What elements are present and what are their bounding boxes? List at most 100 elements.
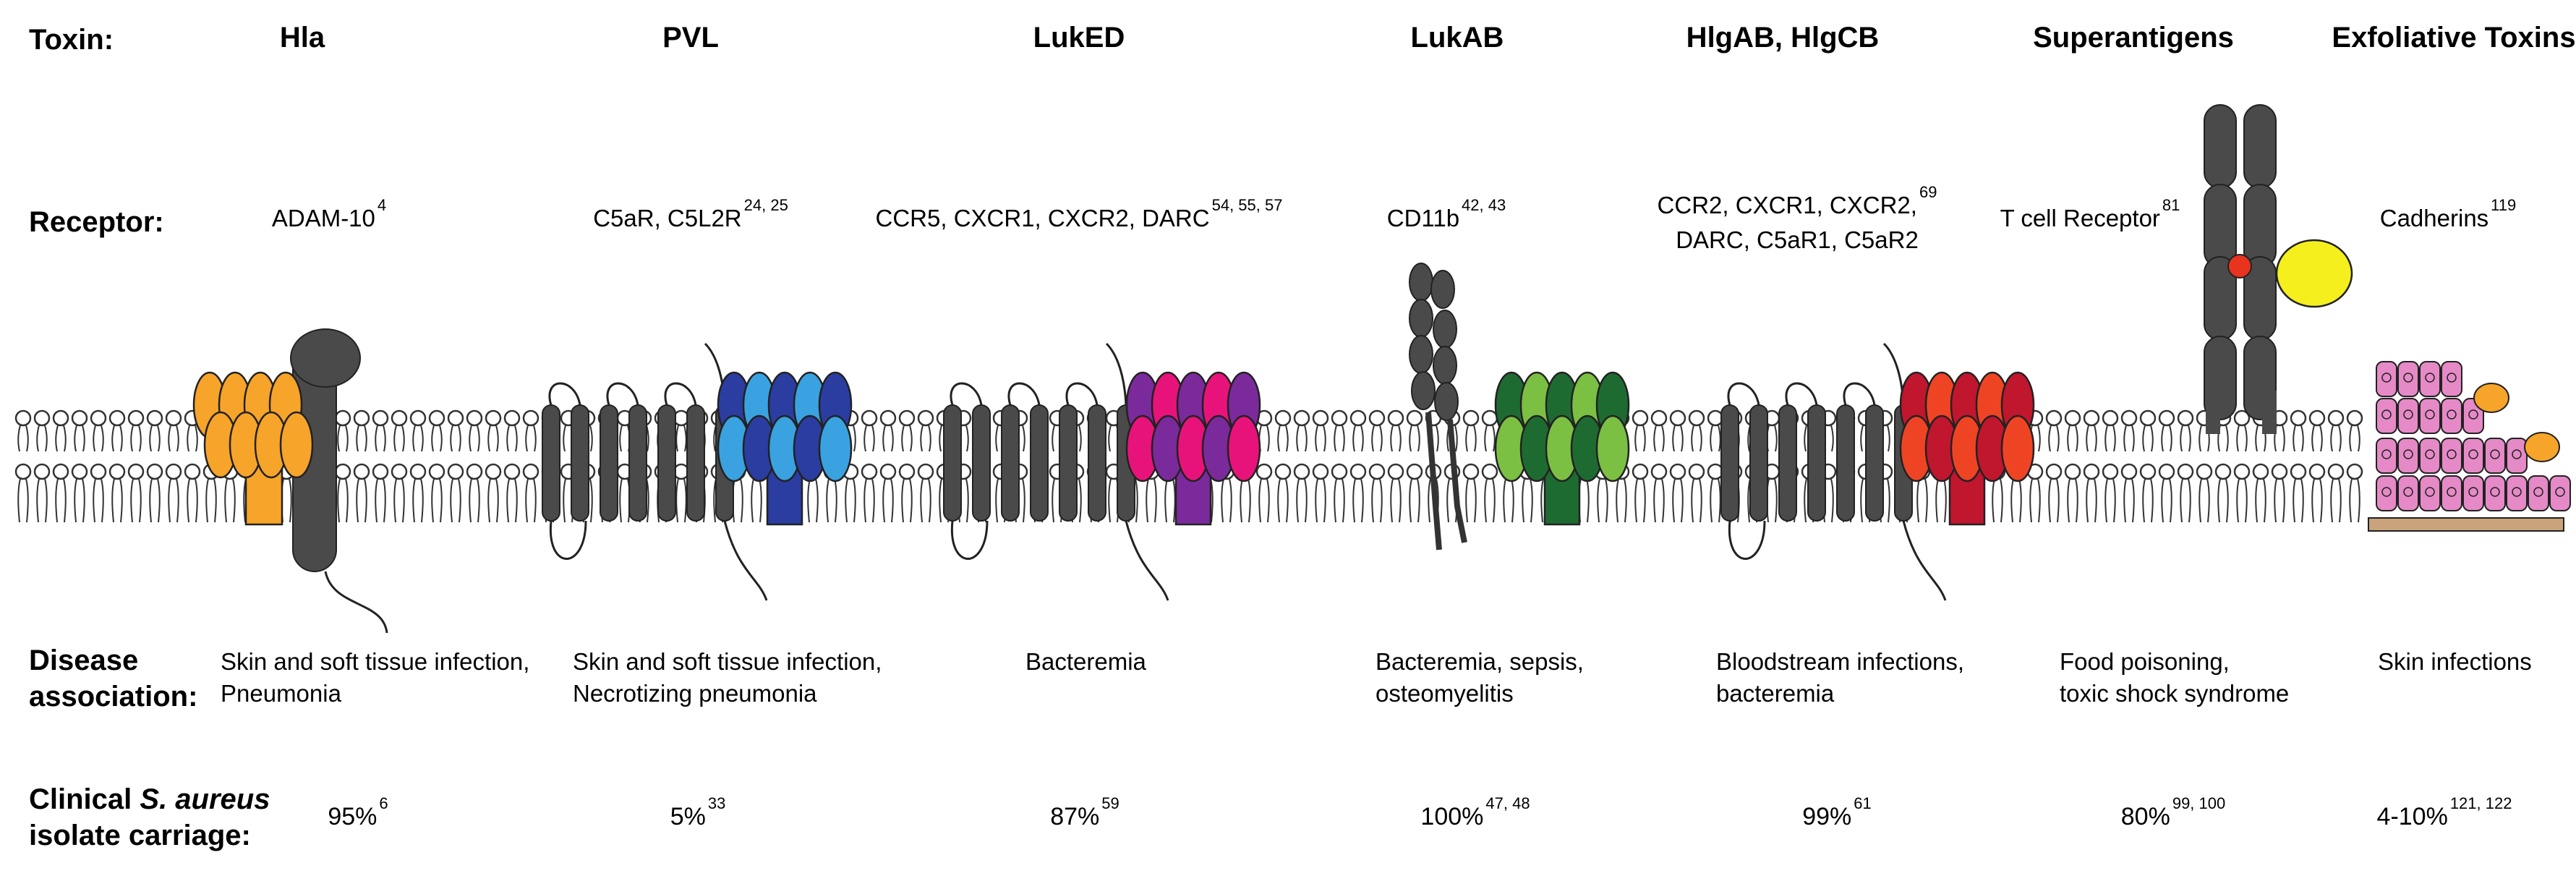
lipid-tail [563, 478, 566, 523]
lipid-tail [1229, 478, 1232, 523]
lipid-head [2139, 463, 2157, 480]
lipid-head [184, 463, 201, 480]
tcr-stalk [2206, 391, 2220, 434]
lipid-head [165, 463, 182, 480]
lipid-tail [1492, 425, 1496, 452]
lipid-head [2120, 463, 2138, 480]
carriage-value: 80% [2120, 803, 2170, 830]
c-tail [723, 520, 768, 601]
lipid-tail [157, 478, 161, 523]
lipid-head [503, 463, 521, 480]
carriage-reference: 121, 122 [2449, 794, 2512, 812]
lipid-tail [901, 478, 905, 523]
lipid-tail [439, 425, 443, 452]
lipid-tail [25, 478, 29, 523]
lipid-tail [533, 478, 537, 523]
lipid-tail [412, 425, 416, 452]
row-label-disease: Disease association: [29, 642, 197, 715]
lipid-tail [187, 425, 190, 452]
lipid-tail [63, 425, 67, 452]
nucleus [2403, 373, 2413, 383]
lipid-tail [1221, 478, 1224, 523]
lipid-head [1387, 409, 1404, 427]
lipid-tail [1634, 425, 1638, 452]
lipid-tail [2180, 425, 2183, 452]
lipid-tail [1371, 425, 1375, 452]
receptor-text: ADAM-10 [271, 205, 375, 231]
integrin-domain [1433, 346, 1457, 385]
loop [950, 520, 989, 560]
row-label-clinical-species: S. aureus [140, 783, 270, 815]
lipid-tail [1022, 478, 1025, 523]
lipid-head [1255, 463, 1273, 480]
lipid-tail [2180, 478, 2183, 523]
lipid-tail [1624, 478, 1627, 523]
lipid-tail [1804, 425, 1807, 452]
cd11b-receptor [1409, 263, 1467, 550]
adam10-receptor [290, 328, 388, 634]
lipid-tail [1935, 478, 1939, 523]
lipid-head [1669, 463, 1686, 480]
lipid-tail [506, 478, 510, 523]
tcr-stalk [2262, 391, 2277, 434]
lipid-head [485, 409, 502, 427]
lipid-tail [495, 478, 499, 523]
lipid-tail [2282, 425, 2285, 452]
lipid-tail [1266, 425, 1270, 452]
lipid-tail [2037, 478, 2041, 523]
nucleus [2447, 373, 2457, 383]
lipid-head [33, 463, 51, 480]
lipid-tail [1642, 478, 1646, 523]
lipid-tail [2338, 425, 2342, 452]
lipid-tail [826, 478, 829, 523]
lipid-head [1368, 463, 1386, 480]
lipid-head [1331, 463, 1348, 480]
integrin-domain [1411, 371, 1436, 410]
lipid-head [1462, 409, 1480, 427]
lipid-tail [1653, 425, 1657, 452]
receptor-reference: 81 [2162, 196, 2180, 214]
lipid-head [2064, 463, 2081, 480]
transmembrane-helix [1865, 404, 1884, 522]
lipid-tail [1371, 478, 1375, 523]
lipid-tail [863, 478, 867, 523]
disease-hla: Skin and soft tissue infection,Pneumonia [221, 646, 529, 710]
lipid-tail [853, 425, 856, 452]
lipid-tail [1164, 478, 1168, 523]
lipid-tail [1454, 425, 1458, 452]
lipid-head [2346, 463, 2363, 480]
pore-subunit [1227, 414, 1261, 482]
lipid-tail [2104, 425, 2108, 452]
lipid-head [391, 463, 408, 480]
receptor-reference: 42, 43 [1462, 196, 1506, 214]
lipid-tail [1691, 425, 1694, 452]
lipid-tail [195, 425, 198, 452]
lipid-tail [1172, 478, 1176, 523]
loop [548, 382, 581, 406]
lipid-tail [1774, 425, 1778, 452]
disease-line: toxic shock syndrome [2060, 680, 2290, 707]
lipid-head [466, 463, 483, 480]
lipid-tail [2188, 478, 2191, 523]
lipid-tail [619, 478, 623, 523]
lipid-head [1650, 409, 1668, 427]
seven-transmembrane-receptor [943, 342, 1169, 601]
n-tail [1105, 342, 1127, 406]
lipid-head [165, 409, 182, 427]
nucleus [2403, 409, 2413, 420]
lipid-tail [1680, 425, 1684, 452]
lipid-head [447, 463, 464, 480]
lipid-tail [1277, 425, 1281, 452]
lipid-tail [477, 478, 480, 523]
lipid-tail [1503, 478, 1506, 523]
lipid-tail [2150, 478, 2154, 523]
lipid-tail [375, 425, 378, 452]
lipid-tail [450, 478, 453, 523]
lipid-tail [1718, 478, 1721, 523]
row-label-clinical-line2: isolate carriage: [29, 820, 251, 851]
lipid-tail [1860, 478, 1864, 523]
lipid-tail [2067, 425, 2070, 452]
lipid-tail [450, 425, 453, 452]
lipid-tail [2142, 425, 2146, 452]
